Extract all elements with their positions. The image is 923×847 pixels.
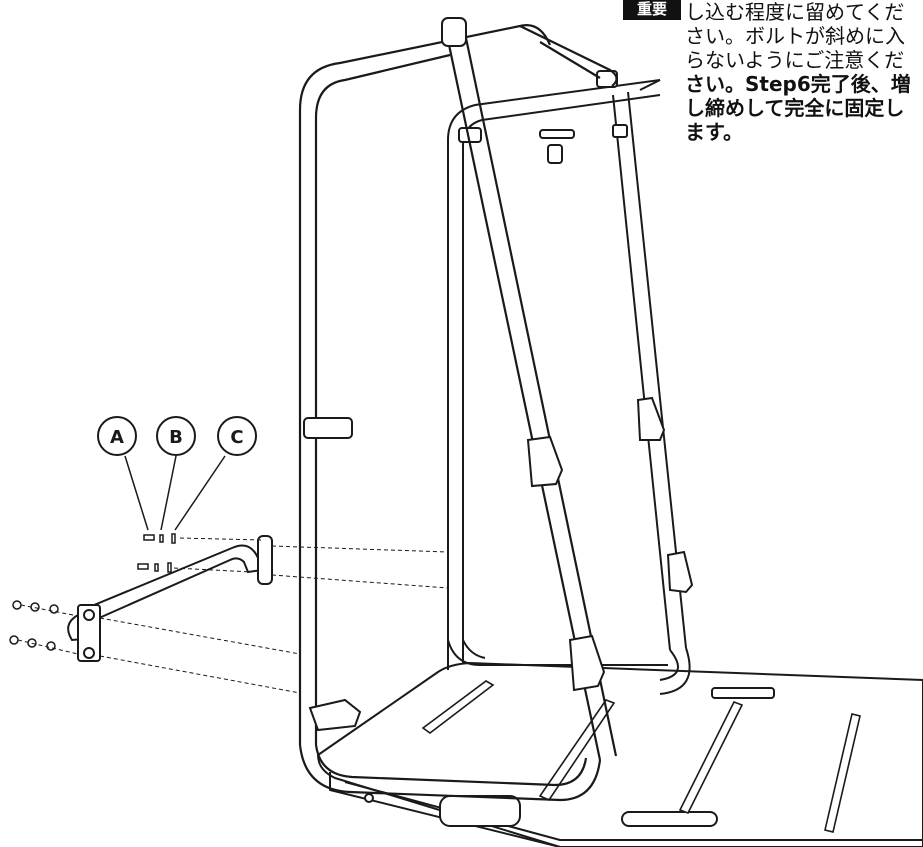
back-frame-clips [458, 70, 694, 594]
callout-a-label: A [110, 427, 124, 448]
deck-stripes [421, 680, 861, 833]
callout-leaders [124, 455, 226, 531]
note-line-5: し締めして完全に固定し [685, 96, 905, 120]
note-line-2: さい。ボルトが斜めに入 [685, 24, 905, 48]
side-handle [67, 535, 273, 662]
callout-c-label: C [230, 427, 243, 448]
note-line-1: し込む程度に留めてくだ [685, 0, 905, 24]
back-frame [447, 79, 691, 695]
note-line-4: さい。Step6完了後、増 [685, 72, 911, 96]
bolt-hardware [9, 533, 176, 651]
note-line-3: らないようにご注意くだ [685, 48, 905, 72]
callout-c: C [217, 416, 257, 456]
note-line-6: ます。 [685, 120, 743, 144]
treadmill-deck [317, 662, 923, 847]
assembly-guide-lines [17, 537, 449, 694]
callout-b-label: B [169, 427, 183, 448]
callout-a: A [97, 416, 137, 456]
front-frame-fittings [303, 17, 606, 732]
important-badge: 重要 [623, 0, 681, 20]
callout-b: B [156, 416, 196, 456]
